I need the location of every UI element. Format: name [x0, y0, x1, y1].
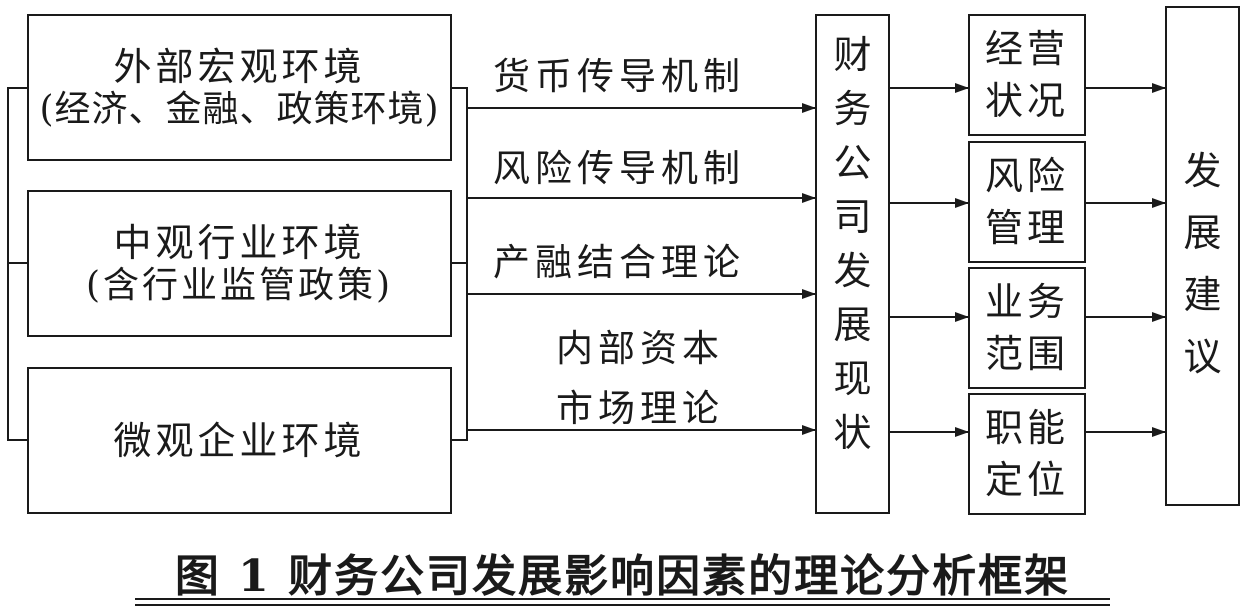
- left-box-macro-subtitle: (经济、金融、政策环境): [39, 88, 440, 130]
- left-box-meso-subtitle: (含行业监管政策): [85, 264, 394, 306]
- center-char: 务: [833, 87, 872, 131]
- right-char: 展: [1183, 211, 1222, 255]
- left-box-micro: 微观企业环境: [27, 367, 452, 514]
- aspect-box-function: 职能 定位: [968, 393, 1086, 515]
- figure-caption: 图 1 财务公司发展影响因素的理论分析框架: [174, 551, 1071, 602]
- center-char: 公: [833, 141, 872, 185]
- caption-rule-top: [135, 598, 1110, 600]
- left-box-macro: 外部宏观环境 (经济、金融、政策环境): [27, 14, 452, 161]
- mechanism-label-4b: 市场理论: [556, 387, 724, 430]
- left-box-micro-title: 微观企业环境: [113, 418, 366, 463]
- aspect-line: 管理: [984, 206, 1069, 250]
- center-char: 司: [833, 195, 872, 239]
- right-box-suggestions: 发 展 建 议: [1165, 6, 1240, 506]
- aspect-box-operation: 经营 状况: [968, 14, 1086, 136]
- aspect-line: 职能: [984, 406, 1069, 450]
- caption-rule-bottom: [135, 604, 1110, 606]
- right-char: 建: [1183, 273, 1222, 317]
- left-box-meso-title: 中观行业环境: [113, 220, 366, 265]
- aspect-line: 范围: [984, 332, 1069, 376]
- aspect-box-business: 业务 范围: [968, 267, 1086, 389]
- center-char: 状: [833, 411, 872, 455]
- left-box-meso: 中观行业环境 (含行业监管政策): [27, 190, 452, 337]
- center-char: 财: [833, 33, 872, 77]
- aspect-line: 风险: [984, 154, 1069, 198]
- right-char: 发: [1183, 149, 1222, 193]
- aspect-line: 经营: [984, 27, 1069, 71]
- aspect-line: 定位: [984, 458, 1069, 502]
- mechanism-label-4a: 内部资本: [556, 327, 724, 370]
- aspect-box-risk: 风险 管理: [968, 141, 1086, 263]
- mechanism-label-1: 货币传导机制: [493, 55, 745, 98]
- mechanism-label-2: 风险传导机制: [493, 147, 745, 190]
- mechanism-label-3: 产融结合理论: [493, 241, 745, 284]
- aspect-line: 业务: [984, 280, 1069, 324]
- left-box-macro-title: 外部宏观环境: [113, 44, 366, 89]
- right-char: 议: [1183, 335, 1222, 379]
- center-box-status: 财 务 公 司 发 展 现 状: [815, 14, 890, 514]
- center-char: 展: [833, 303, 872, 347]
- aspect-line: 状况: [984, 79, 1069, 123]
- center-char: 现: [833, 357, 872, 401]
- center-char: 发: [833, 249, 872, 293]
